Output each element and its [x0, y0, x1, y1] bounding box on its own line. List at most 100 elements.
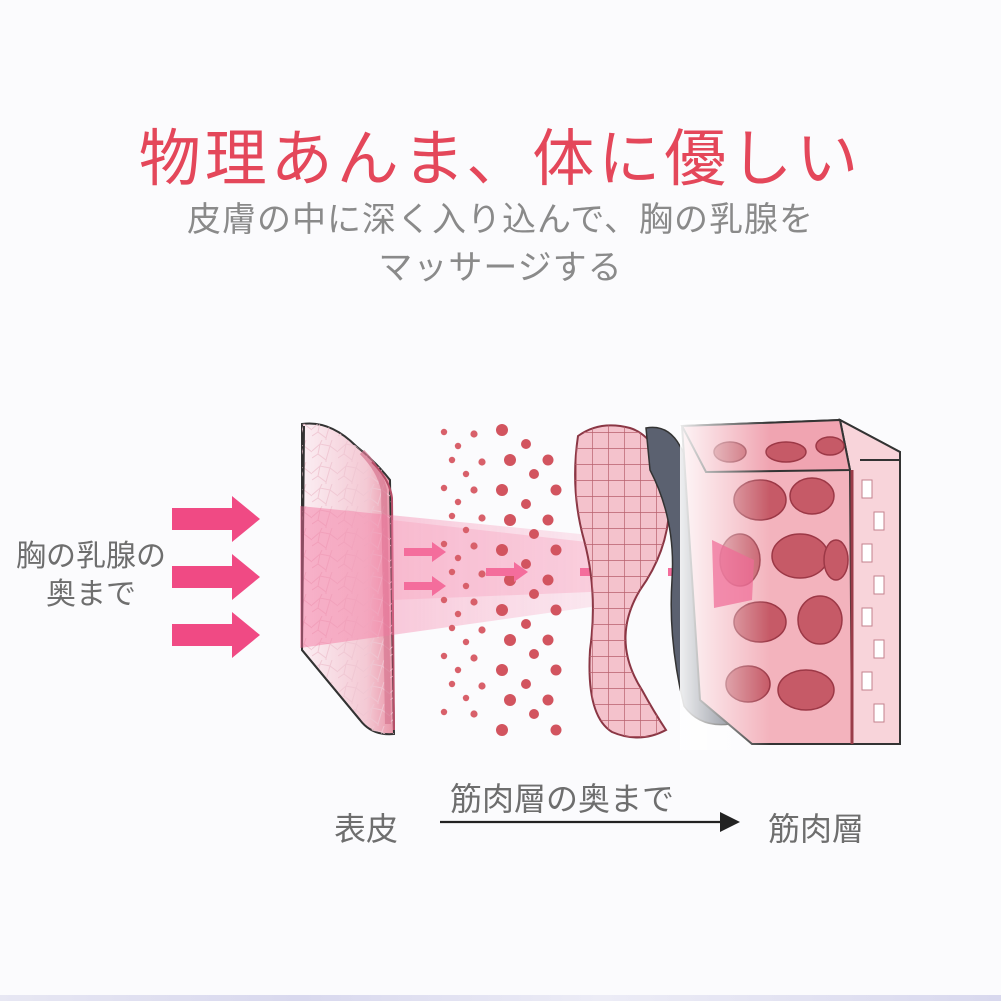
cell-dot — [542, 514, 554, 526]
cell-dot — [521, 559, 531, 569]
cell-dot — [529, 709, 539, 719]
cell-dot — [504, 514, 516, 526]
cell-dot — [504, 634, 516, 646]
cell-dot — [478, 570, 486, 578]
cell-dot — [496, 424, 508, 436]
cell-dot — [496, 544, 508, 556]
incoming-arrow-3-icon — [172, 612, 260, 658]
subtitle-line-2: マッサージする — [378, 248, 623, 288]
cell-dot — [448, 680, 456, 688]
depth-axis — [440, 812, 740, 832]
cell-dot — [550, 664, 562, 676]
side-fiber — [861, 543, 873, 563]
muscle-cell — [815, 436, 845, 456]
axis-right-label: 筋肉層 — [768, 810, 865, 848]
axis-left-label: 表皮 — [334, 810, 399, 848]
cell-dot — [470, 542, 478, 550]
muscle-cell — [765, 441, 807, 463]
cell-dot — [504, 454, 516, 466]
side-fiber — [873, 575, 885, 595]
cell-dot — [448, 456, 456, 464]
fascia-layer — [574, 424, 671, 739]
cell-dot — [470, 710, 478, 718]
cell-dot — [496, 664, 508, 676]
cell-dot — [496, 484, 508, 496]
cell-dot — [462, 694, 470, 702]
cell-dot — [462, 470, 470, 478]
incoming-arrow-2-icon — [172, 554, 260, 600]
cell-dot — [440, 540, 448, 548]
bottom-strip — [0, 995, 1001, 1001]
side-fiber — [861, 671, 873, 691]
cell-dot — [478, 514, 486, 522]
cell-dot — [529, 649, 539, 659]
cell-dot — [521, 499, 531, 509]
page-title: 物理あんま、体に優しい — [138, 122, 863, 195]
cell-dot — [454, 442, 462, 450]
inner-arrow-2-icon — [404, 576, 446, 596]
cell-dot — [470, 654, 478, 662]
cell-dot — [478, 682, 486, 690]
side-label: 胸の乳腺の 奥まで — [6, 538, 176, 614]
cell-dot — [496, 724, 508, 736]
cell-dot — [448, 624, 456, 632]
cell-dot-field — [440, 424, 562, 736]
muscle-cell — [823, 539, 849, 581]
cell-dot — [478, 458, 486, 466]
cell-dot — [454, 498, 462, 506]
side-fiber — [873, 639, 885, 659]
muscle-cell — [797, 595, 843, 645]
cell-dot — [454, 666, 462, 674]
muscle-cell — [789, 477, 835, 515]
cell-dot — [470, 598, 478, 606]
cell-dot — [448, 568, 456, 576]
axis-arrowhead-icon — [720, 812, 740, 832]
side-fiber — [873, 703, 885, 723]
cell-dot — [550, 484, 562, 496]
cell-dot — [462, 582, 470, 590]
inner-arrow-3-icon — [486, 562, 528, 582]
cell-dot — [542, 634, 554, 646]
cell-dot — [448, 512, 456, 520]
muscle-cell — [777, 669, 835, 711]
cell-dot — [470, 486, 478, 494]
cell-dot — [440, 428, 448, 436]
cell-dot — [504, 694, 516, 706]
cell-dot — [440, 596, 448, 604]
cell-dot — [521, 679, 531, 689]
muscle-cell — [771, 533, 829, 579]
energy-beams — [300, 506, 640, 648]
cell-dot — [521, 439, 531, 449]
muscle-block — [680, 418, 901, 750]
cell-dot — [440, 484, 448, 492]
cell-dot — [550, 544, 562, 556]
axis-center-label: 筋肉層の奥まで — [450, 780, 675, 818]
cell-dot — [462, 526, 470, 534]
incoming-arrow-1-icon — [172, 496, 260, 542]
cell-dot — [542, 574, 554, 586]
cell-dot — [529, 469, 539, 479]
cell-dot — [542, 454, 554, 466]
side-label-line-2: 奥まで — [46, 577, 136, 612]
cell-dot — [550, 604, 562, 616]
cell-dot — [454, 554, 462, 562]
side-fiber — [873, 511, 885, 531]
side-fiber — [861, 607, 873, 627]
cell-dot — [440, 652, 448, 660]
cell-dot — [462, 638, 470, 646]
inner-arrow-1-icon — [404, 542, 446, 562]
cell-dot — [529, 589, 539, 599]
side-fiber — [861, 479, 873, 499]
subtitle-line-1: 皮膚の中に深く入り込んで、胸の乳腺を — [187, 200, 814, 240]
cell-dot — [478, 626, 486, 634]
side-label-line-1: 胸の乳腺の — [16, 539, 166, 574]
cell-dot — [454, 610, 462, 618]
cell-dot — [504, 574, 516, 586]
cell-dot — [496, 604, 508, 616]
cell-dot — [521, 619, 531, 629]
cell-dot — [550, 724, 562, 736]
incoming-arrows — [172, 496, 260, 658]
cell-dot — [470, 430, 478, 438]
